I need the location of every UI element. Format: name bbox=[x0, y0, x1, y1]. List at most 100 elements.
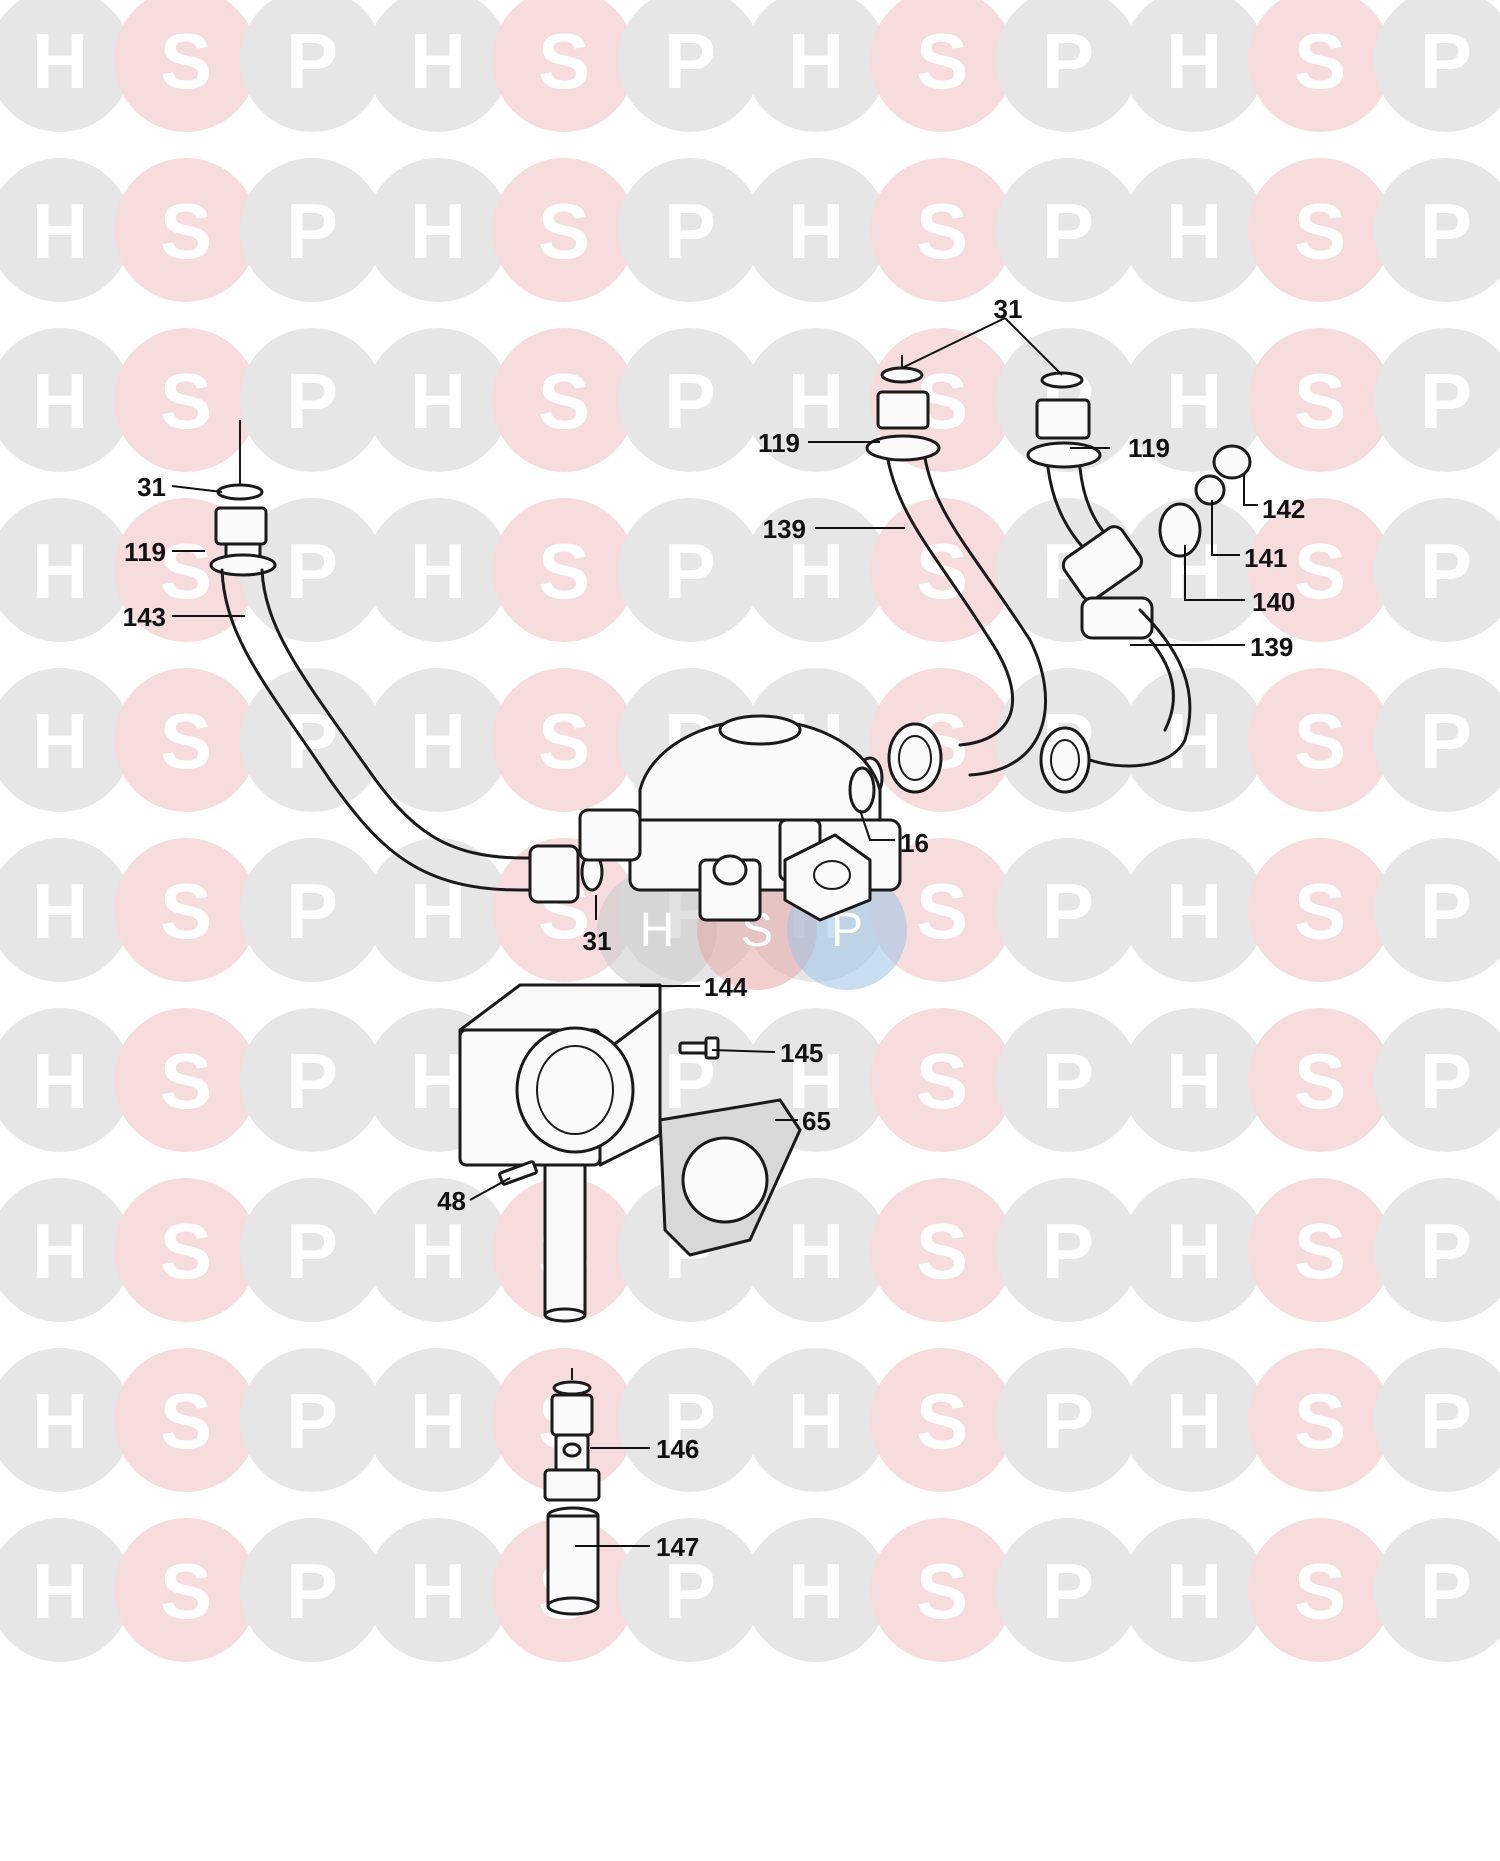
watermark-circle-h: H bbox=[366, 668, 510, 812]
watermark-circle-s: S bbox=[870, 158, 1014, 302]
svg-text:P: P bbox=[1042, 1547, 1094, 1635]
svg-text:H: H bbox=[32, 527, 88, 615]
svg-text:S: S bbox=[538, 187, 590, 275]
svg-text:S: S bbox=[1294, 1037, 1346, 1125]
leader-lines bbox=[171, 317, 1258, 1547]
svg-text:H: H bbox=[410, 1037, 466, 1125]
watermark-circle-s: S bbox=[870, 1178, 1014, 1322]
watermark-circle-p: P bbox=[240, 0, 384, 132]
watermark-circle-p: P bbox=[618, 1518, 762, 1662]
svg-text:H: H bbox=[32, 1377, 88, 1465]
watermark-circle-h: H bbox=[744, 1518, 888, 1662]
watermark-circle-s: S bbox=[114, 158, 258, 302]
svg-text:H: H bbox=[788, 357, 844, 445]
svg-text:H: H bbox=[410, 187, 466, 275]
svg-text:S: S bbox=[160, 1547, 212, 1635]
gasket-65 bbox=[658, 1098, 802, 1257]
watermark-circle-p: P bbox=[240, 328, 384, 472]
watermark-circle-h: H bbox=[744, 498, 888, 642]
watermark-circle-p: P bbox=[996, 838, 1140, 982]
svg-text:S: S bbox=[1294, 1547, 1346, 1635]
watermark-circle-p: P bbox=[618, 0, 762, 132]
svg-text:H: H bbox=[788, 1377, 844, 1465]
watermark-circle-s: S bbox=[492, 158, 636, 302]
watermark-circle-s: S bbox=[870, 838, 1014, 982]
watermark-circle-s: S bbox=[492, 0, 636, 132]
svg-text:P: P bbox=[286, 527, 338, 615]
fitting-146 bbox=[543, 1368, 601, 1502]
svg-text:S: S bbox=[1294, 1207, 1346, 1295]
svg-text:S: S bbox=[538, 527, 590, 615]
watermark-circle-s: S bbox=[114, 668, 258, 812]
svg-text:H: H bbox=[32, 1207, 88, 1295]
svg-text:H: H bbox=[410, 1207, 466, 1295]
callout-c139-right: 139 bbox=[1250, 632, 1293, 662]
svg-text:H: H bbox=[1166, 1207, 1222, 1295]
watermark-circle-h: H bbox=[366, 1178, 510, 1322]
watermark-circle-s: S bbox=[114, 1518, 258, 1662]
callout-c119-left: 119 bbox=[124, 537, 166, 567]
watermark-circle-s: S bbox=[1248, 0, 1392, 132]
watermark-circle-s: S bbox=[114, 1178, 258, 1322]
watermark-circle-p: P bbox=[240, 158, 384, 302]
svg-text:H: H bbox=[788, 17, 844, 105]
svg-text:P: P bbox=[664, 527, 716, 615]
watermark-circle-s: S bbox=[114, 838, 258, 982]
svg-text:P: P bbox=[664, 357, 716, 445]
watermark-circle-s: S bbox=[492, 328, 636, 472]
watermark-circle-p: P bbox=[240, 498, 384, 642]
svg-text:H: H bbox=[410, 867, 466, 955]
svg-text:P: P bbox=[1420, 1547, 1472, 1635]
svg-text:P: P bbox=[286, 1377, 338, 1465]
watermark-circle-s: S bbox=[1248, 838, 1392, 982]
watermark-circle-p: P bbox=[618, 498, 762, 642]
watermark-circle-s: S bbox=[1248, 668, 1392, 812]
svg-text:S: S bbox=[160, 1207, 212, 1295]
callout-c31-top: 31 bbox=[994, 294, 1023, 324]
callout-c16: 16 bbox=[900, 828, 929, 858]
watermark-circle-h: H bbox=[0, 158, 132, 302]
svg-text:P: P bbox=[1420, 867, 1472, 955]
svg-text:P: P bbox=[286, 1207, 338, 1295]
svg-text:S: S bbox=[1294, 527, 1346, 615]
watermark-circle-p: P bbox=[1374, 668, 1500, 812]
watermark-circle-s: S bbox=[492, 498, 636, 642]
watermark-circle-p: P bbox=[996, 1518, 1140, 1662]
svg-text:H: H bbox=[788, 527, 844, 615]
callout-c31-bottom: 31 bbox=[583, 926, 612, 956]
svg-text:P: P bbox=[1420, 187, 1472, 275]
watermark-circle-s: S bbox=[870, 1518, 1014, 1662]
watermark-circle-h: H bbox=[744, 1348, 888, 1492]
svg-text:P: P bbox=[1420, 1207, 1472, 1295]
watermark-circle-p: P bbox=[1374, 1518, 1500, 1662]
sleeve-147 bbox=[546, 1506, 600, 1616]
svg-text:S: S bbox=[1294, 697, 1346, 785]
watermark-circle-h: H bbox=[0, 1178, 132, 1322]
pipe-143 bbox=[209, 420, 604, 904]
watermark-circle-h: H bbox=[744, 158, 888, 302]
watermark-circle-h: H bbox=[744, 1178, 888, 1322]
watermark-circle-p: P bbox=[996, 1348, 1140, 1492]
watermark-circle-h: H bbox=[744, 0, 888, 132]
svg-text:S: S bbox=[916, 1547, 968, 1635]
svg-text:S: S bbox=[1294, 1377, 1346, 1465]
callout-c65: 65 bbox=[802, 1106, 831, 1136]
watermark-circle-p: P bbox=[996, 1178, 1140, 1322]
svg-text:H: H bbox=[410, 357, 466, 445]
svg-text:S: S bbox=[916, 17, 968, 105]
svg-text:S: S bbox=[916, 1377, 968, 1465]
svg-text:S: S bbox=[160, 1037, 212, 1125]
svg-text:P: P bbox=[286, 357, 338, 445]
svg-text:H: H bbox=[1166, 187, 1222, 275]
svg-text:P: P bbox=[1420, 697, 1472, 785]
svg-text:S: S bbox=[160, 187, 212, 275]
svg-text:H: H bbox=[1166, 867, 1222, 955]
watermark-circle-h: H bbox=[0, 1008, 132, 1152]
callout-c48: 48 bbox=[437, 1186, 466, 1216]
svg-text:S: S bbox=[1294, 867, 1346, 955]
svg-text:P: P bbox=[664, 17, 716, 105]
watermark-circle-p: P bbox=[240, 838, 384, 982]
center-logo-letter-h: H bbox=[640, 904, 675, 957]
svg-text:P: P bbox=[1420, 1037, 1472, 1125]
svg-text:P: P bbox=[1042, 17, 1094, 105]
